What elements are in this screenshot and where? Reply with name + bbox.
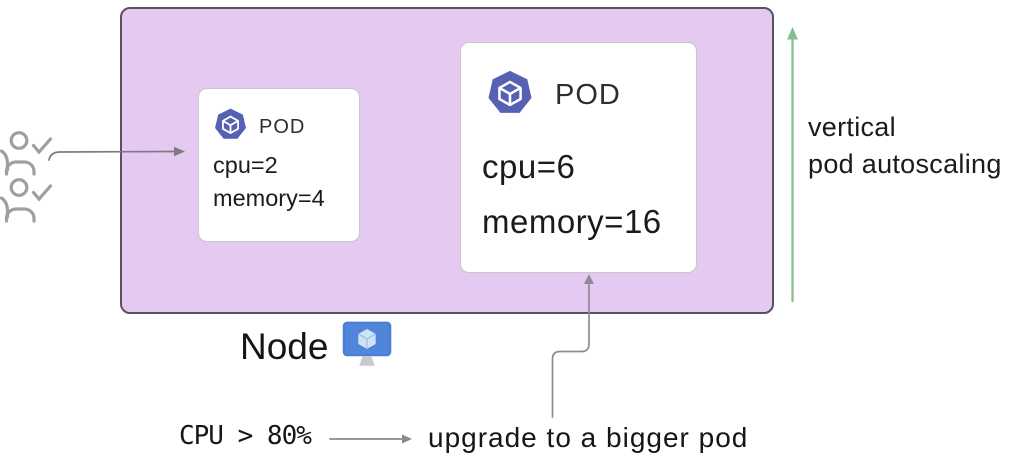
vpa-annotation-line2: pod autoscaling (808, 149, 1002, 179)
pod-small-cpu: cpu=2 (213, 152, 278, 178)
vpa-annotation: vertical pod autoscaling (808, 109, 1002, 183)
pod-small-specs: cpu=2 memory=4 (213, 149, 325, 215)
user-check-icon (0, 131, 53, 176)
pod-large-title: POD (555, 79, 621, 111)
scaling-condition: CPU > 80% (179, 421, 312, 451)
pod-large-header: POD (487, 70, 621, 121)
kubernetes-pod-icon (487, 70, 533, 121)
pod-small-title: POD (259, 115, 306, 138)
pod-small-memory: memory=4 (213, 185, 325, 211)
node-caption: Node (240, 320, 393, 374)
partial-user-fragment (0, 149, 10, 172)
vpa-up-arrow (787, 27, 798, 303)
node-label: Node (240, 326, 329, 367)
partial-user-fragment (0, 196, 10, 219)
vpa-annotation-line1: vertical (808, 112, 896, 142)
condition-to-action-arrow (329, 434, 412, 444)
pod-large-cpu: cpu=6 (482, 148, 576, 185)
pod-small: POD cpu=2 memory=4 (198, 88, 360, 242)
pod-small-header: POD (214, 108, 305, 146)
user-check-icon (0, 178, 53, 223)
users-group (0, 128, 60, 232)
pod-large: POD cpu=6 memory=16 (460, 42, 697, 273)
pod-large-memory: memory=16 (482, 203, 662, 240)
vm-monitor-icon (341, 318, 393, 377)
pod-large-specs: cpu=6 memory=16 (482, 139, 662, 249)
scaling-action: upgrade to a bigger pod (428, 422, 749, 453)
kubernetes-pod-icon (214, 108, 247, 146)
